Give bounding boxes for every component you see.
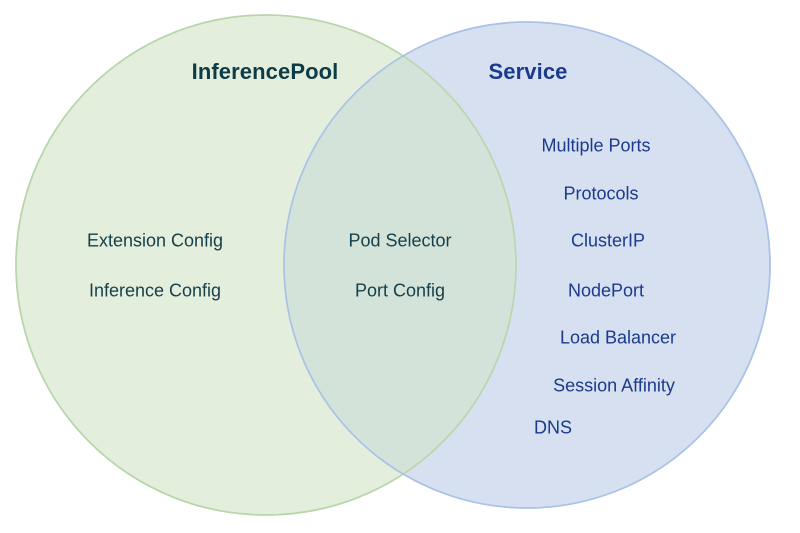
right-only-item-1: Protocols <box>563 183 639 204</box>
circle-intersection-region <box>284 22 516 508</box>
circle-inferencepool-outline <box>15 14 517 516</box>
right-only-item-4: Load Balancer <box>559 327 677 348</box>
right-only-item-0: Multiple Ports <box>541 135 651 156</box>
set-title-inferencepool: InferencePool <box>191 59 339 84</box>
right-only-item-2: ClusterIP <box>570 230 646 251</box>
intersection-item-0: Pod Selector <box>348 230 452 251</box>
right-only-item-3: NodePort <box>567 280 645 301</box>
left-only-item-1: Inference Config <box>88 280 222 301</box>
circle-service-outline <box>283 21 771 509</box>
left-only-item-0: Extension Config <box>86 230 224 251</box>
right-only-item-6: DNS <box>533 417 573 438</box>
right-only-item-5: Session Affinity <box>553 375 675 396</box>
intersection-item-1: Port Config <box>354 280 446 301</box>
set-title-service: Service <box>488 59 568 84</box>
